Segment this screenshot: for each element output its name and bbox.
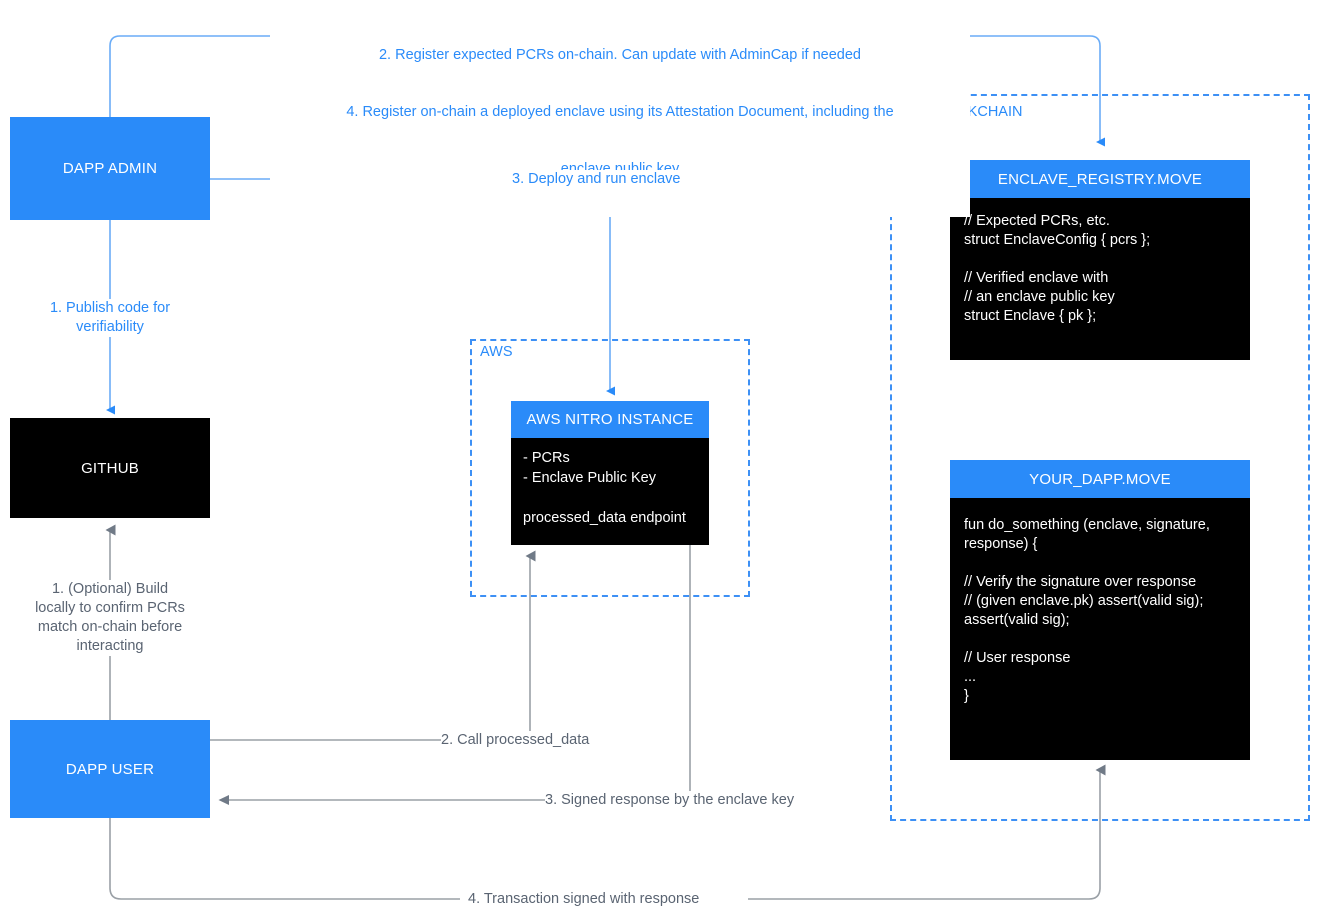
card-your-dapp-header: YOUR_DAPP.MOVE xyxy=(950,460,1250,498)
node-dapp-user-label: DAPP USER xyxy=(65,760,155,778)
card-aws-nitro-instance-header: AWS NITRO INSTANCE xyxy=(511,401,709,438)
card-your-dapp[interactable]: YOUR_DAPP.MOVE fun do_something (enclave… xyxy=(950,460,1250,760)
edge-label-register-pcrs-line2: 4. Register on-chain a deployed enclave … xyxy=(346,104,894,120)
node-github-label: GITHUB xyxy=(81,459,139,477)
card-aws-nitro-instance-body: - PCRs - Enclave Public Key processed_da… xyxy=(511,438,709,545)
node-dapp-user[interactable]: DAPP USER xyxy=(10,720,210,818)
group-aws xyxy=(470,339,750,597)
card-enclave-registry[interactable]: ENCLAVE_REGISTRY.MOVE // Expected PCRs, … xyxy=(950,160,1250,360)
edge-transaction-signed-path xyxy=(109,770,1100,900)
node-dapp-admin-label: DAPP ADMIN xyxy=(62,160,158,177)
group-sui-blockchain xyxy=(890,94,1310,821)
card-aws-nitro-instance[interactable]: AWS NITRO INSTANCE - PCRs - Enclave Publ… xyxy=(511,401,709,545)
edge-label-register-pcrs-line1: 2. Register expected PCRs on-chain. Can … xyxy=(378,47,861,63)
edge-label-signed-response: 3. Signed response by the enclave key xyxy=(545,791,845,810)
edge-label-deploy-run-enclave: 3. Deploy and run enclave xyxy=(512,170,722,189)
card-enclave-registry-body: // Expected PCRs, etc. struct EnclaveCon… xyxy=(950,198,1250,360)
edge-label-publish-code: 1. Publish code for verifiability xyxy=(26,299,194,337)
edge-label-call-processed-data: 2. Call processed_data xyxy=(441,731,631,750)
card-your-dapp-body: fun do_something (enclave, signature, re… xyxy=(950,498,1250,760)
edge-label-optional-build: 1. (Optional) Build locally to confirm P… xyxy=(18,580,202,656)
group-aws-label: AWS xyxy=(478,344,517,360)
edge-label-transaction-signed: 4. Transaction signed with response xyxy=(468,890,748,909)
card-enclave-registry-header: ENCLAVE_REGISTRY.MOVE xyxy=(950,160,1250,198)
node-github[interactable]: GITHUB xyxy=(10,418,210,518)
node-dapp-admin[interactable]: DAPP ADMIN xyxy=(10,117,210,220)
